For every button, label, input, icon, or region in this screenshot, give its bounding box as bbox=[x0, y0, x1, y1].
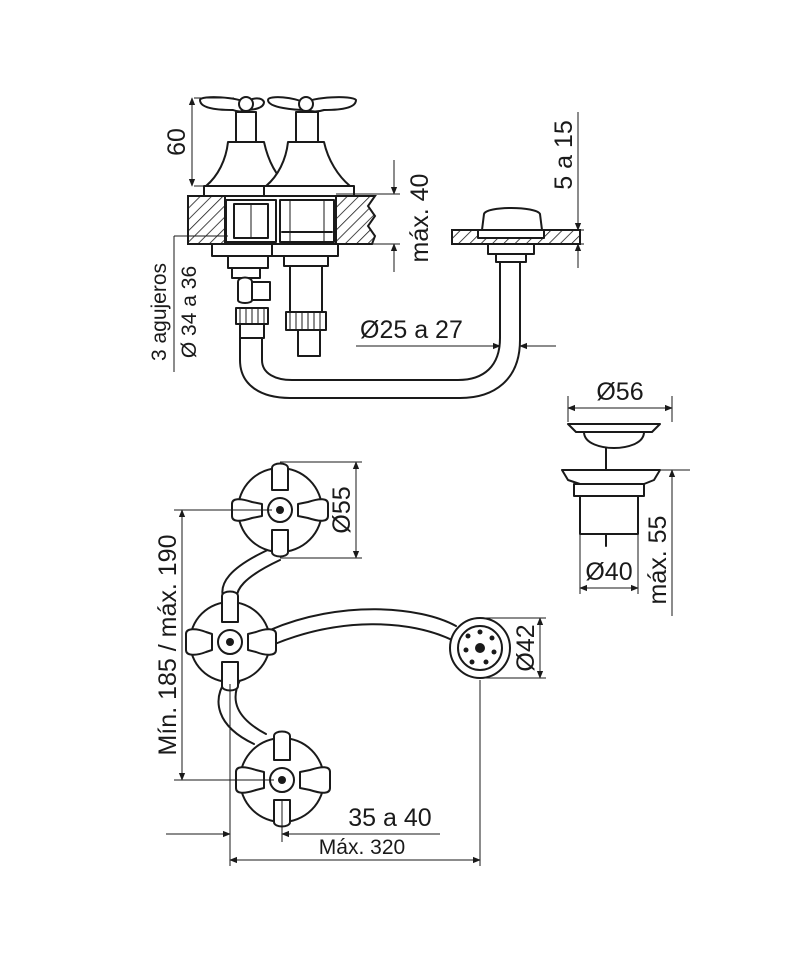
cross-handle-top-plan bbox=[231, 462, 329, 558]
hose-to-spray bbox=[269, 608, 457, 631]
dim-horizontal-offset: 35 a 40 bbox=[166, 684, 440, 866]
dim-max-deck: máx. 40 bbox=[336, 160, 434, 272]
horizontal-offset-label: 35 a 40 bbox=[348, 804, 431, 832]
handle-diameter-label: Ø55 bbox=[328, 486, 356, 533]
spray-diameter-label: Ø42 bbox=[512, 624, 540, 671]
dim-spray-diameter: Ø42 bbox=[480, 617, 546, 679]
spray-head-plan bbox=[449, 617, 511, 679]
max-deck-label: máx. 40 bbox=[406, 174, 434, 263]
dim-handle-height: 60 bbox=[163, 97, 234, 187]
pipe-diameter-label: Ø25 a 27 bbox=[360, 316, 463, 344]
dim-handle-diameter: Ø55 bbox=[280, 461, 362, 559]
plan-view: Ø55 Ø42 Mín. 185 / máx. 190 35 a 40 bbox=[154, 461, 546, 866]
side-elevation-view: 60 máx. 40 5 a 15 3 agujeros Ø 34 a 36 bbox=[148, 96, 584, 399]
dim-max-width: Máx. 320 bbox=[229, 680, 481, 866]
vertical-spacing-label: Mín. 185 / máx. 190 bbox=[154, 535, 182, 756]
holes-diameter-label: Ø 34 a 36 bbox=[178, 266, 201, 358]
drain-detail-view: Ø56 Ø40 máx. 55 bbox=[561, 378, 690, 616]
cross-handle-bottom-plan bbox=[235, 730, 331, 828]
drain-top-diameter-label: Ø56 bbox=[596, 378, 643, 406]
spray-head-side bbox=[451, 207, 581, 263]
dim-holes: 3 agujeros Ø 34 a 36 bbox=[148, 235, 228, 372]
handle-height-label: 60 bbox=[163, 128, 191, 156]
valve-bodies bbox=[211, 199, 339, 257]
drain-max-depth-label: máx. 55 bbox=[644, 516, 672, 605]
u-hose bbox=[239, 257, 521, 399]
cross-handle-right-side bbox=[263, 96, 357, 197]
cross-handle-middle-plan bbox=[185, 590, 277, 692]
under-deck-fittings bbox=[227, 255, 329, 357]
dim-pipe: Ø25 a 27 bbox=[356, 316, 556, 350]
drain-body-diameter-label: Ø40 bbox=[585, 558, 632, 586]
drain-deck-label: 5 a 15 bbox=[550, 120, 578, 190]
dim-vertical-spacing: Mín. 185 / máx. 190 bbox=[154, 509, 274, 781]
holes-count-label: 3 agujeros bbox=[148, 263, 171, 361]
max-width-label: Máx. 320 bbox=[319, 836, 405, 859]
dim-drain-deck: 5 a 15 bbox=[550, 112, 584, 268]
